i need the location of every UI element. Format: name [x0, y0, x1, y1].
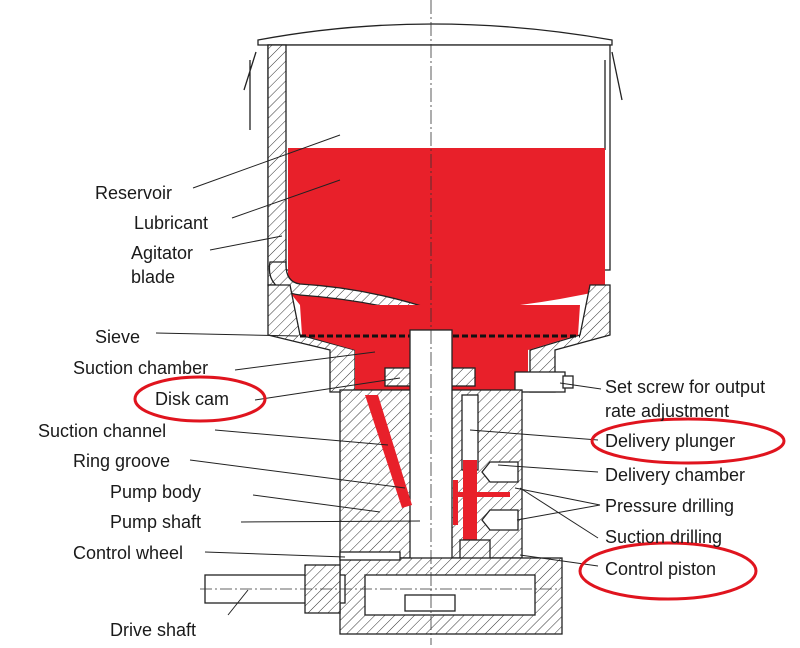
gear-housing	[200, 551, 563, 635]
label-lubricant: Lubricant	[134, 213, 208, 233]
label-control-piston: Control piston	[605, 559, 716, 579]
control-wheel	[339, 551, 401, 561]
label-suction-drilling: Suction drilling	[605, 527, 722, 547]
label-control-wheel: Control wheel	[73, 543, 183, 563]
control-piston-highlight	[578, 541, 758, 601]
suction-channel	[365, 395, 412, 508]
label-set-screw: Set screw for output	[605, 377, 765, 397]
label-drive-shaft: Drive shaft	[110, 620, 196, 640]
label-blade: blade	[131, 267, 175, 287]
label-pump-shaft: Pump shaft	[110, 512, 201, 532]
label-pressure-drilling: Pressure drilling	[605, 496, 734, 516]
label-suction-chamber: Suction chamber	[73, 358, 208, 378]
delivery-plunger-highlight	[590, 417, 786, 465]
leader-lines	[155, 134, 602, 616]
delivery-chamber	[481, 461, 519, 483]
label-reservoir: Reservoir	[95, 183, 172, 203]
label-sieve: Sieve	[95, 327, 140, 347]
delivery-plunger	[461, 394, 479, 471]
set-screw	[514, 371, 566, 393]
label-delivery-chamber: Delivery chamber	[605, 465, 745, 485]
control-piston	[459, 539, 491, 561]
label-delivery-plunger: Delivery plunger	[605, 431, 735, 451]
label-suction-channel: Suction channel	[38, 421, 166, 441]
pressure-drilling	[455, 492, 510, 497]
lubricant	[288, 148, 605, 305]
label-disk-cam: Disk cam	[155, 389, 229, 409]
label-rate-adjustment: rate adjustment	[605, 401, 729, 421]
label-agitator: Agitator	[131, 243, 193, 263]
label-ring-groove: Ring groove	[73, 451, 170, 471]
disk-cam-highlight	[133, 375, 267, 423]
label-pump-body: Pump body	[110, 482, 201, 502]
